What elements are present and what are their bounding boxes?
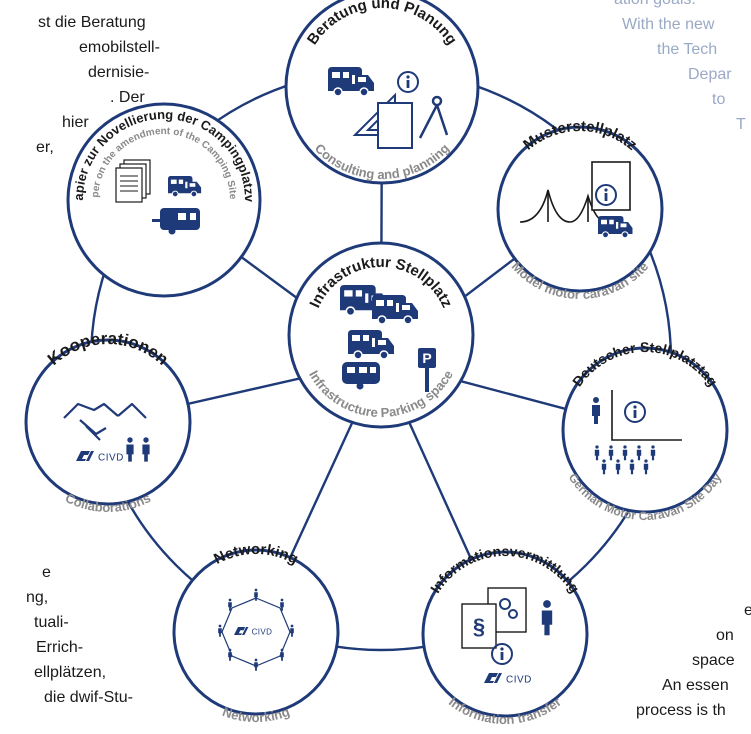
text-line: T	[736, 116, 746, 133]
presenter-icon	[592, 390, 682, 441]
node-circle	[24, 338, 192, 506]
text-line: die dwif-Stu-	[44, 689, 133, 706]
text-line: Depar	[688, 66, 732, 83]
text-line: e	[744, 602, 751, 619]
node-networking: Networking Networking	[172, 541, 340, 725]
node-informationsvermittlung: Informationsvermittlung Information tran…	[421, 543, 589, 727]
network-icon	[218, 588, 294, 671]
left-text-bottom: e ng, tuali- Errich- ellplätzen, die dwi…	[26, 560, 133, 710]
text-line: tuali-	[34, 614, 69, 631]
node-positionspapier: Positionspapier zur Novellierung der Cam…	[0, 0, 262, 298]
svg-text:§: §	[473, 614, 485, 639]
text-line: er,	[36, 139, 54, 156]
text-line: dernisie-	[88, 64, 150, 81]
text-line: st die Beratung	[38, 14, 146, 31]
center-node: Infrastruktur Stellplatz Infrastructure …	[287, 241, 475, 429]
node-kooperationen: Kooperationen Collaborations	[24, 329, 192, 515]
node-musterstellplatz: Musterstellplatz Model motor caravan sit…	[496, 118, 664, 302]
text-line: the Tech	[657, 41, 718, 58]
node-subtitle: Networking	[220, 704, 291, 725]
parking-sign-icon: P	[418, 348, 436, 392]
paragraph-icon: §	[461, 603, 497, 649]
text-line: to	[712, 91, 726, 108]
node-stellplatztag: Deutscher Stellplatztag German Motor Car…	[561, 339, 729, 523]
documents-icon	[115, 159, 151, 203]
text-line: e	[42, 564, 51, 581]
text-line: With the new	[622, 16, 715, 33]
text-line: ellplätzen,	[34, 664, 107, 681]
svg-text:P: P	[422, 350, 431, 366]
text-line: emobilstell-	[79, 39, 160, 56]
caravan-icon	[152, 208, 200, 235]
left-text-top: st die Beratung emobilstell- dernisie- .…	[36, 10, 160, 160]
text-line: . Der	[110, 89, 145, 106]
text-line: ng,	[26, 589, 49, 606]
compass-icon	[418, 95, 449, 139]
text-line: hier	[62, 114, 89, 131]
text-line: on	[716, 627, 734, 644]
text-line: An essen	[662, 677, 729, 694]
caravan-icon	[342, 362, 380, 390]
handshake-icon	[63, 402, 147, 441]
text-line: process is th	[636, 702, 726, 719]
paper-icon	[377, 102, 413, 149]
text-line: ation goals.	[614, 0, 746, 12]
text-line: Errich-	[36, 639, 84, 656]
right-text-bottom: e on space An essen process is th	[600, 598, 751, 723]
right-text-top: ation goals. With the new the Tech Depar…	[584, 0, 746, 137]
node-beratung: Beratung und Planung Consulting and plan…	[284, 0, 480, 185]
node-circle	[66, 102, 262, 298]
text-line: space	[692, 652, 735, 669]
node-circle	[284, 0, 480, 185]
node-circle	[421, 550, 589, 718]
